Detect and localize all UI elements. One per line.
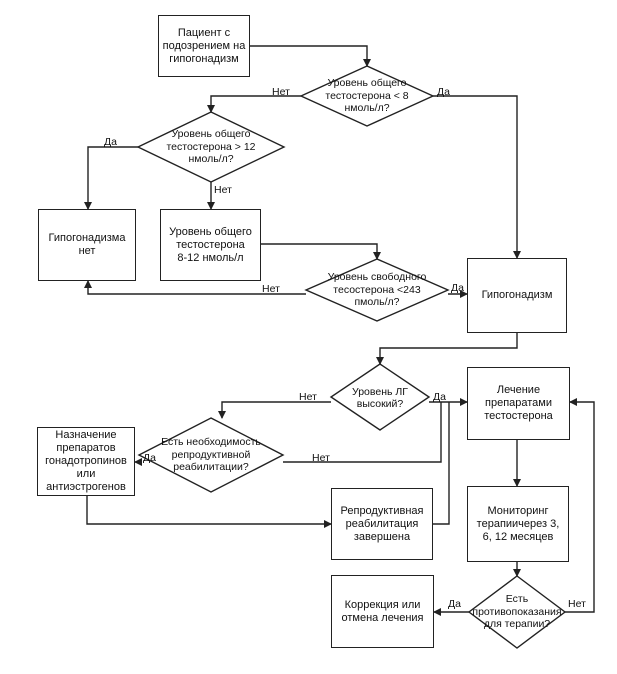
arrow-free-t-no [84,280,306,295]
arrow-done-to-therapy [433,402,450,525]
box-tt-8-12: Уровень общего тестостерона 8-12 нмоль/л [160,209,261,281]
arrow-tt-8-12-to-free-t [260,243,381,260]
arrow-hypo-to-lh [376,333,518,365]
box-patient: Пациент с подозрением на гипогонадизм [158,15,250,77]
label-free-t-yes: Да [451,282,464,294]
diamond-tt-lt8 [299,65,435,127]
label-lh-yes: Да [433,391,446,403]
diamond-contraind [467,575,567,649]
label-free-t-no: Нет [262,283,280,295]
label-tt-gt12-no: Нет [214,184,232,196]
decision-tt-gt12: Уровень общего тестостерона > 12 нмоль/л… [166,128,256,166]
arrow-lh-no [218,401,331,419]
label-repro-no: Нет [312,452,330,464]
arrow-tt-lt8-no [207,95,301,113]
decision-repro-need: Есть необходимость репродуктивной реабил… [161,436,261,474]
label-tt-gt12-yes: Да [104,136,117,148]
box-gonadotropins: Назначение препаратов гонадотропинов или… [37,427,135,496]
diamond-free-t [304,258,450,322]
box-correction: Коррекция или отмена лечения [331,575,434,648]
decision-contraindications: Есть противопоказания для терапии? [472,593,562,631]
box-no-hypogonadism: Гипогонадизма нет [38,209,136,281]
label-contra-yes: Да [448,598,461,610]
decision-tt-lt8: Уровень общего тестостерона < 8 нмоль/л? [325,77,409,115]
label-lh-no: Нет [299,391,317,403]
box-monitoring: Мониторинг терапиичерез 3, 6, 12 месяцев [467,486,569,562]
box-testosterone-therapy: Лечение препаратами тестостерона [467,367,570,440]
box-repro-done: Репродуктивная реабилитация завершена [331,488,433,560]
arrow-repro-no [283,402,442,463]
diamond-lh-high [329,363,431,431]
label-tt-lt8-no: Нет [272,86,290,98]
decision-free-testosterone: Уровень свободного тесостерона <243 пмол… [327,271,427,309]
arrow-tt-lt8-yes [433,95,521,259]
arrow-contra-no [565,398,595,613]
box-hypogonadism: Гипогонадизм [467,258,567,333]
label-tt-lt8-yes: Да [437,86,450,98]
arrow-patient-to-tt-lt8 [249,45,371,67]
arrow-gonado-to-done [86,496,332,528]
diamond-repro-need [137,417,285,493]
decision-lh-high: Уровень ЛГ высокий? [352,385,408,411]
label-contra-no: Нет [568,598,586,610]
label-repro-yes: Да [143,452,156,464]
arrow-tt-gt12-yes [84,146,138,210]
